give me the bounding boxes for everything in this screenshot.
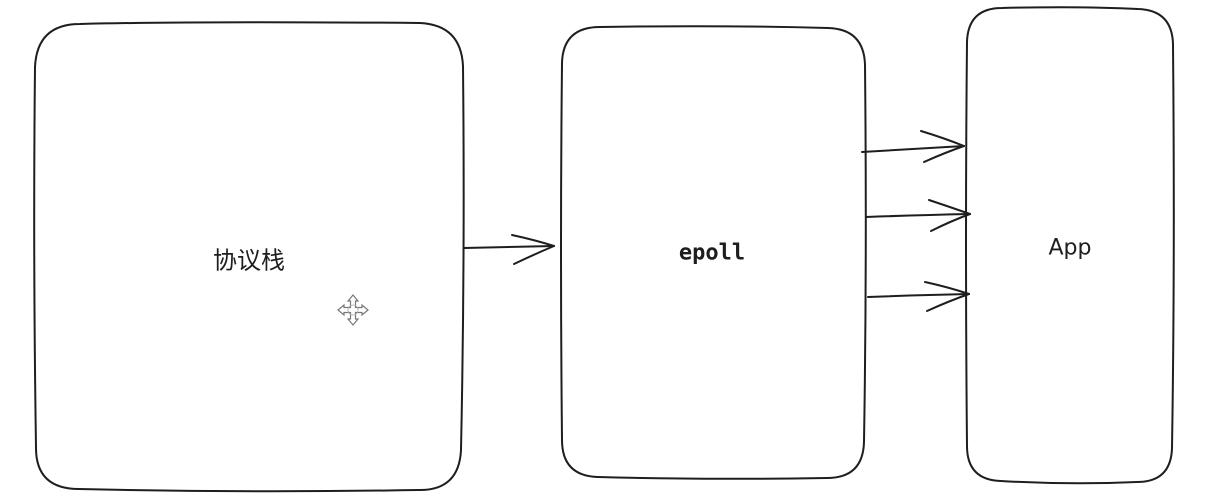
protocol-stack-label: 协议栈 [213,246,285,275]
arrow-protocol-to-epoll [463,234,555,265]
arrow-epoll-to-app-2 [865,199,971,232]
arrow-epoll-to-app-3 [867,281,970,312]
arrow-epoll-to-app-1 [861,130,965,163]
epoll-label: epoll [678,240,746,266]
epoll-box[interactable] [560,25,867,480]
app-label: App [1048,235,1092,261]
app-box[interactable] [965,6,1175,485]
protocol-stack-box[interactable] [33,21,465,493]
move-cursor-icon [337,294,369,326]
